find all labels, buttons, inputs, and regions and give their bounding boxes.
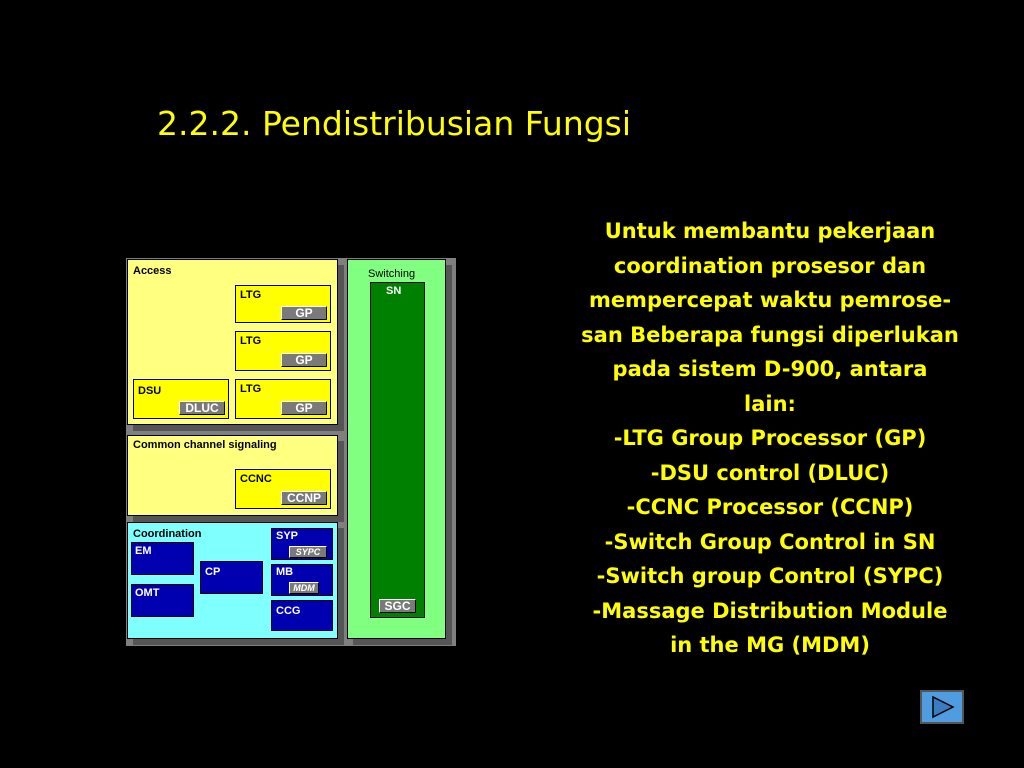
description-line: -LTG Group Processor (GP) — [613, 426, 927, 450]
ltg-label: LTG — [240, 289, 262, 301]
ccs-label: Common channel signaling — [133, 439, 277, 451]
dsu-block: DSU DLUC — [133, 379, 229, 419]
ltg-block-3: LTG GP — [235, 379, 331, 419]
mb-block: MB MDM — [271, 564, 333, 596]
slide-title: 2.2.2. Pendistribusian Fungsi — [157, 104, 632, 143]
access-panel: Access LTG GP LTG GP DSU DLUC LTG GP — [127, 259, 338, 425]
ccs-panel: Common channel signaling CCNC CCNP — [127, 435, 338, 516]
syp-label: SYP — [276, 530, 299, 542]
slide-description: Untuk membantu pekerjaan coordination pr… — [548, 214, 992, 663]
ltg-block-1: LTG GP — [235, 285, 331, 323]
omt-label: OMT — [135, 587, 160, 599]
description-line: pada sistem D-900, antara — [612, 357, 928, 381]
switching-panel: Switching SN SGC — [347, 259, 446, 639]
description-line: Untuk membantu pekerjaan — [604, 219, 936, 243]
sypc-tag: SYPC — [289, 546, 327, 558]
ccg-label: CCG — [276, 605, 301, 617]
architecture-diagram: Access LTG GP LTG GP DSU DLUC LTG GP Com… — [126, 258, 456, 646]
gp-tag: GP — [281, 306, 327, 320]
description-line: coordination prosesor dan — [613, 253, 927, 278]
em-label: EM — [135, 545, 152, 557]
coordination-panel: Coordination EM CP OMT SYP SYPC MB MDM C… — [127, 522, 338, 639]
description-line: -Massage Distribution Module — [592, 598, 948, 623]
play-triangle-icon — [932, 695, 955, 719]
description-line: -Switch Group Control in SN — [604, 529, 936, 554]
ltg-label: LTG — [240, 335, 262, 347]
ltg-label: LTG — [240, 383, 262, 395]
coordination-label: Coordination — [133, 528, 202, 540]
em-block: EM — [131, 542, 194, 575]
mb-label: MB — [276, 566, 294, 578]
ccg-block: CCG — [271, 600, 333, 631]
gp-tag: GP — [281, 353, 327, 367]
ccnc-label: CCNC — [240, 473, 272, 485]
ccnc-block: CCNC CCNP — [235, 469, 331, 509]
description-line: san Beberapa fungsi diperlukan — [581, 322, 959, 347]
description-line: -DSU control (DLUC) — [650, 460, 890, 485]
syp-block: SYP SYPC — [271, 528, 333, 560]
description-line: mempercepat waktu pemrose- — [588, 288, 952, 312]
dluc-tag: DLUC — [179, 401, 225, 415]
ccnp-tag: CCNP — [281, 491, 327, 505]
mdm-tag: MDM — [289, 582, 319, 594]
sn-label: SN — [386, 285, 402, 297]
description-line: in the MG (MDM) — [670, 633, 870, 657]
description-line: -Switch group Control (SYPC) — [596, 564, 944, 588]
omt-block: OMT — [131, 584, 194, 617]
cp-label: CP — [205, 566, 221, 578]
ltg-block-2: LTG GP — [235, 331, 331, 371]
next-slide-button[interactable] — [920, 690, 964, 724]
sn-block: SN SGC — [370, 282, 425, 618]
cp-block: CP — [200, 561, 263, 594]
access-label: Access — [133, 265, 172, 277]
description-line: lain: — [744, 391, 796, 416]
gp-tag: GP — [281, 401, 327, 415]
dsu-label: DSU — [138, 385, 162, 397]
sgc-tag: SGC — [379, 599, 416, 613]
switching-label: Switching — [368, 268, 416, 280]
description-line: -CCNC Processor (CCNP) — [626, 495, 914, 519]
